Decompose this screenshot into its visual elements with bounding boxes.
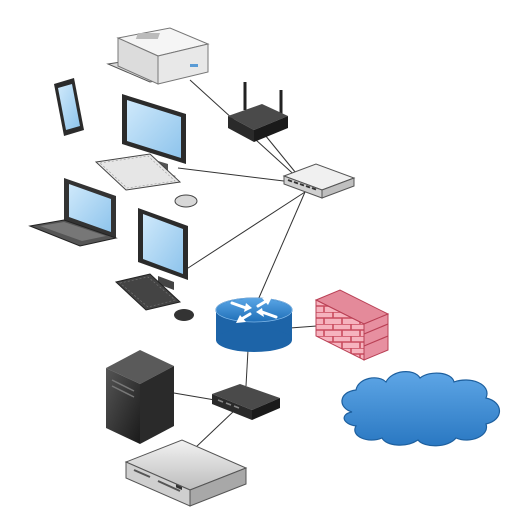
- wireless-access-point-icon: [228, 82, 288, 142]
- link-desktop1-switch: [177, 167, 293, 183]
- tower-server-icon: [106, 350, 174, 444]
- cloud-icon: [341, 371, 501, 447]
- link-serverswitch-rack: [194, 409, 236, 449]
- link-serverswitch-tower: [167, 391, 216, 401]
- desktop-computer-icon: [114, 208, 194, 321]
- rack-server-icon: [124, 439, 248, 507]
- link-ap-switch: [264, 134, 301, 179]
- laptop-icon: [28, 178, 118, 247]
- router-icon: [215, 297, 293, 352]
- link-switch-router: [257, 191, 306, 301]
- tablet-icon: [54, 78, 84, 136]
- link-lines: [167, 79, 331, 449]
- firewall-brick-wall-icon: [314, 289, 390, 361]
- network-switch-icon: [282, 163, 356, 199]
- link-desktop2-switch: [184, 191, 306, 271]
- printer-icon: [106, 27, 210, 85]
- link-router-serverswitch: [245, 349, 249, 387]
- network-switch-icon: [212, 384, 280, 420]
- desktop-computer-icon: [94, 94, 198, 208]
